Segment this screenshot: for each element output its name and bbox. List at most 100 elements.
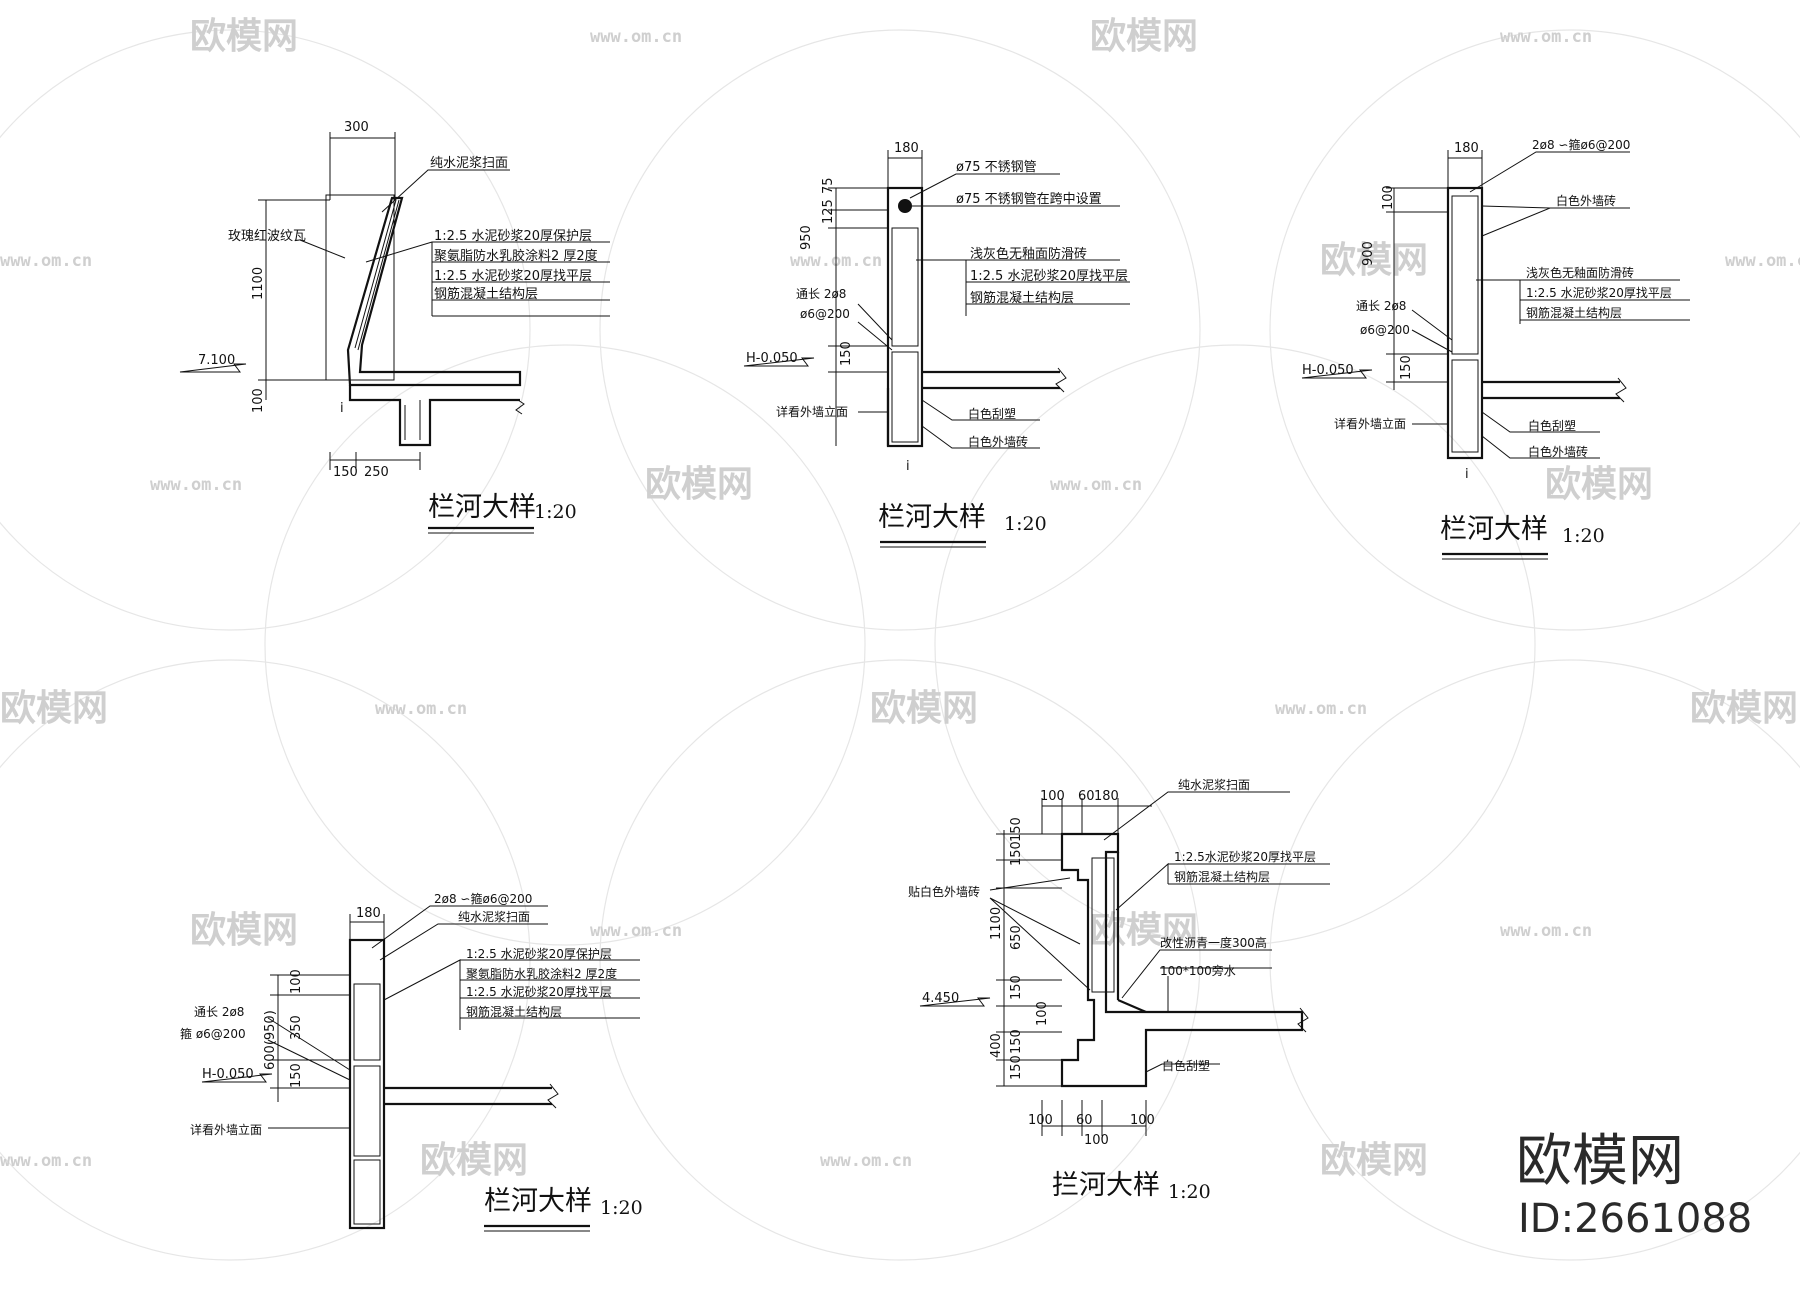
dim-width: 300 xyxy=(344,120,369,135)
watermark-url: www.om.cn xyxy=(820,1151,912,1171)
watermark-url: www.om.cn xyxy=(1500,27,1592,47)
dim-base: 100 xyxy=(251,388,266,413)
callout-text: 1:2.5 水泥砂浆20厚保护层 xyxy=(434,229,592,244)
detail-1: 300 1100 100 150 250 7.100 i 纯水泥浆扫面 1:2.… xyxy=(179,120,610,534)
section-mark: i xyxy=(1465,467,1469,482)
callout-text: ø75 不锈钢管在跨中设置 xyxy=(956,192,1102,207)
level-label: H-0.050 xyxy=(1302,363,1354,378)
callout-text: 白色外墙砖 xyxy=(1528,444,1588,459)
dim-bottom-1: 150 xyxy=(333,465,358,480)
callout-text: 1:2.5 水泥砂浆20厚找平层 xyxy=(1526,285,1672,300)
detail-3: 180 100 900 150 H-0.050 i 2ø8 ∽箍ø6@200 白… xyxy=(1301,137,1690,560)
level-label: H-0.050 xyxy=(746,351,798,366)
callout-text: 浅灰色无釉面防滑砖 xyxy=(1526,265,1634,280)
watermark-brand: 欧模网 xyxy=(1545,464,1653,505)
dim-width: 180 xyxy=(1454,141,1479,156)
callout-text: 钢筋混凝土结构层 xyxy=(970,290,1074,306)
dim-text: 150 xyxy=(289,1063,304,1088)
logo-brand-text: 欧模网 xyxy=(1516,1129,1684,1194)
watermark-brand: 欧模网 xyxy=(190,16,298,57)
callout-text: ø6@200 xyxy=(800,307,850,321)
watermark-url: www.om.cn xyxy=(1050,475,1142,495)
callout-text: 通长 2ø8 xyxy=(1356,299,1406,313)
callout-text: 白色刮塑 xyxy=(1162,1058,1210,1073)
callout-text: 通长 2ø8 xyxy=(796,287,846,301)
watermark-url: www.om.cn xyxy=(1275,699,1367,719)
detail-title: 栏河大样 xyxy=(484,1186,592,1217)
watermark-brand: 欧模网 xyxy=(645,464,753,505)
dim-text: 100 xyxy=(1084,1133,1109,1148)
callout-text: 详看外墙立面 xyxy=(190,1122,262,1137)
dim-text: 150 xyxy=(839,341,854,366)
detail-scale: 1:20 xyxy=(534,501,577,523)
watermark-url: www.om.cn xyxy=(1500,921,1592,941)
detail-scale: 1:20 xyxy=(1168,1181,1211,1203)
callout-text: 浅灰色无釉面防滑砖 xyxy=(970,246,1087,262)
watermark-url: www.om.cn xyxy=(1725,251,1800,271)
dim-height: 1100 xyxy=(251,267,266,300)
detail-title: 栏河大样 xyxy=(878,502,986,533)
callout-text: 聚氨脂防水乳胶涂料2 厚2度 xyxy=(466,966,617,981)
detail-title: 栏河大样 xyxy=(1440,514,1548,545)
dim-text: 100 xyxy=(1028,1113,1053,1128)
callout-text: 2ø8 ∽箍ø6@200 xyxy=(1532,137,1630,152)
callout-text: 详看外墙立面 xyxy=(1334,416,1406,431)
watermark-brand: 欧模网 xyxy=(1320,1140,1428,1181)
dim-text: 600(950) xyxy=(263,1010,278,1070)
level-label: 7.100 xyxy=(198,353,235,368)
dim-text: 150 xyxy=(1009,841,1024,866)
watermark-url: www.om.cn xyxy=(0,251,92,271)
dim-bottom-2: 250 xyxy=(364,465,389,480)
dim-text: 150 xyxy=(1399,355,1414,380)
watermark-url: www.om.cn xyxy=(590,27,682,47)
watermark-brand: 欧模网 xyxy=(0,688,108,729)
detail-5: 100 60 180 150 150 1100 650 150 400 150 … xyxy=(908,777,1330,1203)
dim-text: 900 xyxy=(1361,241,1376,266)
section-mark: i xyxy=(906,459,910,474)
watermark-url: www.om.cn xyxy=(0,1151,92,1171)
dim-text: 150 xyxy=(1009,1029,1024,1054)
callout-text: 钢筋混凝土结构层 xyxy=(1526,305,1622,320)
detail-scale: 1:20 xyxy=(1004,513,1047,535)
dim-width: 180 xyxy=(894,141,919,156)
level-label: 4.450 xyxy=(922,991,959,1006)
callout-text: 钢筋混凝土结构层 xyxy=(466,1004,562,1019)
detail-2: 180 75 125 950 150 H-0.050 i ø75 不锈钢管 ø7… xyxy=(743,141,1130,548)
callout-text: 聚氨脂防水乳胶涂料2 厚2度 xyxy=(434,248,598,264)
level-label: H-0.050 xyxy=(202,1067,254,1082)
detail-title: 栏河大样 xyxy=(428,492,536,523)
dim-text: 60 xyxy=(1078,789,1095,804)
dim-text: 100 xyxy=(1381,185,1396,210)
callout-text: 1:2.5 水泥砂浆20厚找平层 xyxy=(466,984,612,999)
callout-text: 改性沥青一度300高 xyxy=(1160,935,1267,950)
callout-text: 白色刮塑 xyxy=(968,406,1016,421)
watermark-brand: 欧模网 xyxy=(420,1140,528,1181)
watermark-brand: 欧模网 xyxy=(1090,910,1198,951)
dim-width: 180 xyxy=(356,906,381,921)
callout-text: 1:2.5 水泥砂浆20厚找平层 xyxy=(434,269,592,284)
callout-text: 贴白色外墙砖 xyxy=(908,884,980,899)
callout-text: 玫瑰红波纹瓦 xyxy=(228,228,306,244)
watermark-brand: 欧模网 xyxy=(190,910,298,951)
callout-text: 白色刮塑 xyxy=(1528,418,1576,433)
detail-4: 180 100 350 600(950) 150 H-0.050 2ø8 ∽箍ø… xyxy=(180,891,643,1232)
watermark-brand: 欧模网 xyxy=(1320,240,1428,281)
dim-text: 150 xyxy=(1009,975,1024,1000)
callout-text: 纯水泥浆扫面 xyxy=(458,909,530,924)
dim-text: 950 xyxy=(799,225,814,250)
dim-text: 125 xyxy=(821,199,836,224)
section-mark: i xyxy=(340,401,344,416)
detail-scale: 1:20 xyxy=(1562,525,1605,547)
dim-text: 100 xyxy=(1035,1001,1050,1026)
callout-text: 1:2.5水泥砂浆20厚找平层 xyxy=(1174,849,1316,864)
callout-text: ø75 不锈钢管 xyxy=(956,160,1037,175)
callout-text: 钢筋混凝土结构层 xyxy=(434,286,538,302)
watermark-url: www.om.cn xyxy=(590,921,682,941)
dim-text: 1100 xyxy=(989,907,1004,940)
callout-text: 100*100旁水 xyxy=(1160,963,1236,978)
dim-text: 180 xyxy=(1094,789,1119,804)
callout-text: 箍 ø6@200 xyxy=(180,1026,246,1041)
dim-text: 100 xyxy=(1130,1113,1155,1128)
callout-text: 详看外墙立面 xyxy=(776,404,848,419)
